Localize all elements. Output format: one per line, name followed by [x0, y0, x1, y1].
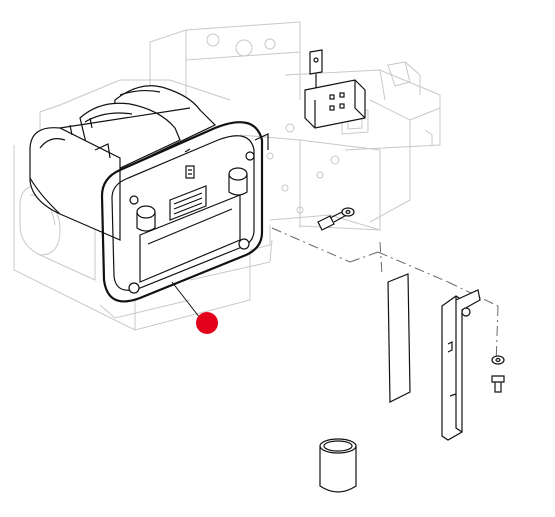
washer	[491, 355, 505, 365]
background-chassis	[13, 21, 441, 331]
red-dot-icon	[196, 312, 218, 334]
callout-leader	[171, 281, 201, 319]
upper-mounting-bracket	[304, 49, 366, 129]
insulating-strip	[387, 273, 411, 403]
callout-marker	[171, 281, 218, 334]
screw-right	[491, 375, 505, 393]
cylinder-sleeve	[319, 438, 357, 493]
side-mounting-bracket	[441, 289, 481, 441]
screw-top	[317, 207, 355, 231]
capacitor-assembly	[29, 85, 269, 303]
